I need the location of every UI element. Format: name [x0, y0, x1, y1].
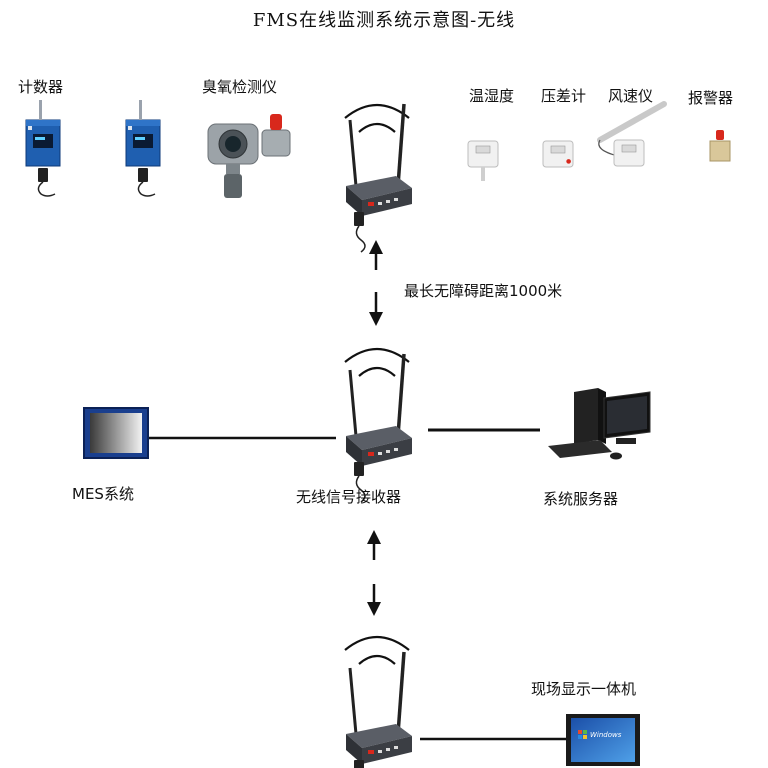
label-anemometer: 风速仪	[608, 87, 654, 105]
display-screen-text: Windows	[590, 731, 622, 739]
label-temp-humidity: 温湿度	[469, 87, 515, 105]
temp-humidity-sensor	[467, 140, 499, 181]
label-server: 系统服务器	[543, 490, 619, 508]
counter-device-1	[25, 99, 61, 197]
label-field-display: 现场显示一体机	[531, 680, 637, 698]
mes-system-monitor	[83, 407, 149, 459]
anemometer-sensor	[597, 101, 667, 167]
wireless-node-middle	[343, 347, 414, 504]
label-receiver: 无线信号接收器	[296, 488, 402, 506]
pressure-gauge-sensor: ●	[542, 140, 574, 168]
arrow-up-1	[369, 240, 383, 270]
server-computer	[548, 388, 651, 460]
wireless-node-bottom	[343, 635, 414, 768]
label-alarm: 报警器	[688, 89, 734, 107]
label-counter: 计数器	[18, 78, 64, 96]
arrow-down-1	[369, 292, 383, 326]
alarm-device	[709, 130, 731, 162]
field-display-panel: Windows	[566, 714, 640, 766]
arrow-down-2	[367, 584, 381, 616]
label-mes-system: MES系统	[72, 485, 134, 503]
wireless-node-top	[343, 102, 414, 254]
label-ozone-detector: 臭氧检测仪	[202, 78, 278, 96]
arrow-up-2	[367, 530, 381, 560]
svg-text:●: ●	[566, 158, 571, 165]
diagram-title: FMS在线监测系统示意图-无线	[252, 10, 516, 31]
counter-device-2	[125, 99, 161, 197]
distance-note: 最长无障碍距离1000米	[404, 282, 563, 300]
label-pressure-gauge: 压差计	[541, 87, 587, 105]
ozone-detector-device	[207, 114, 291, 198]
